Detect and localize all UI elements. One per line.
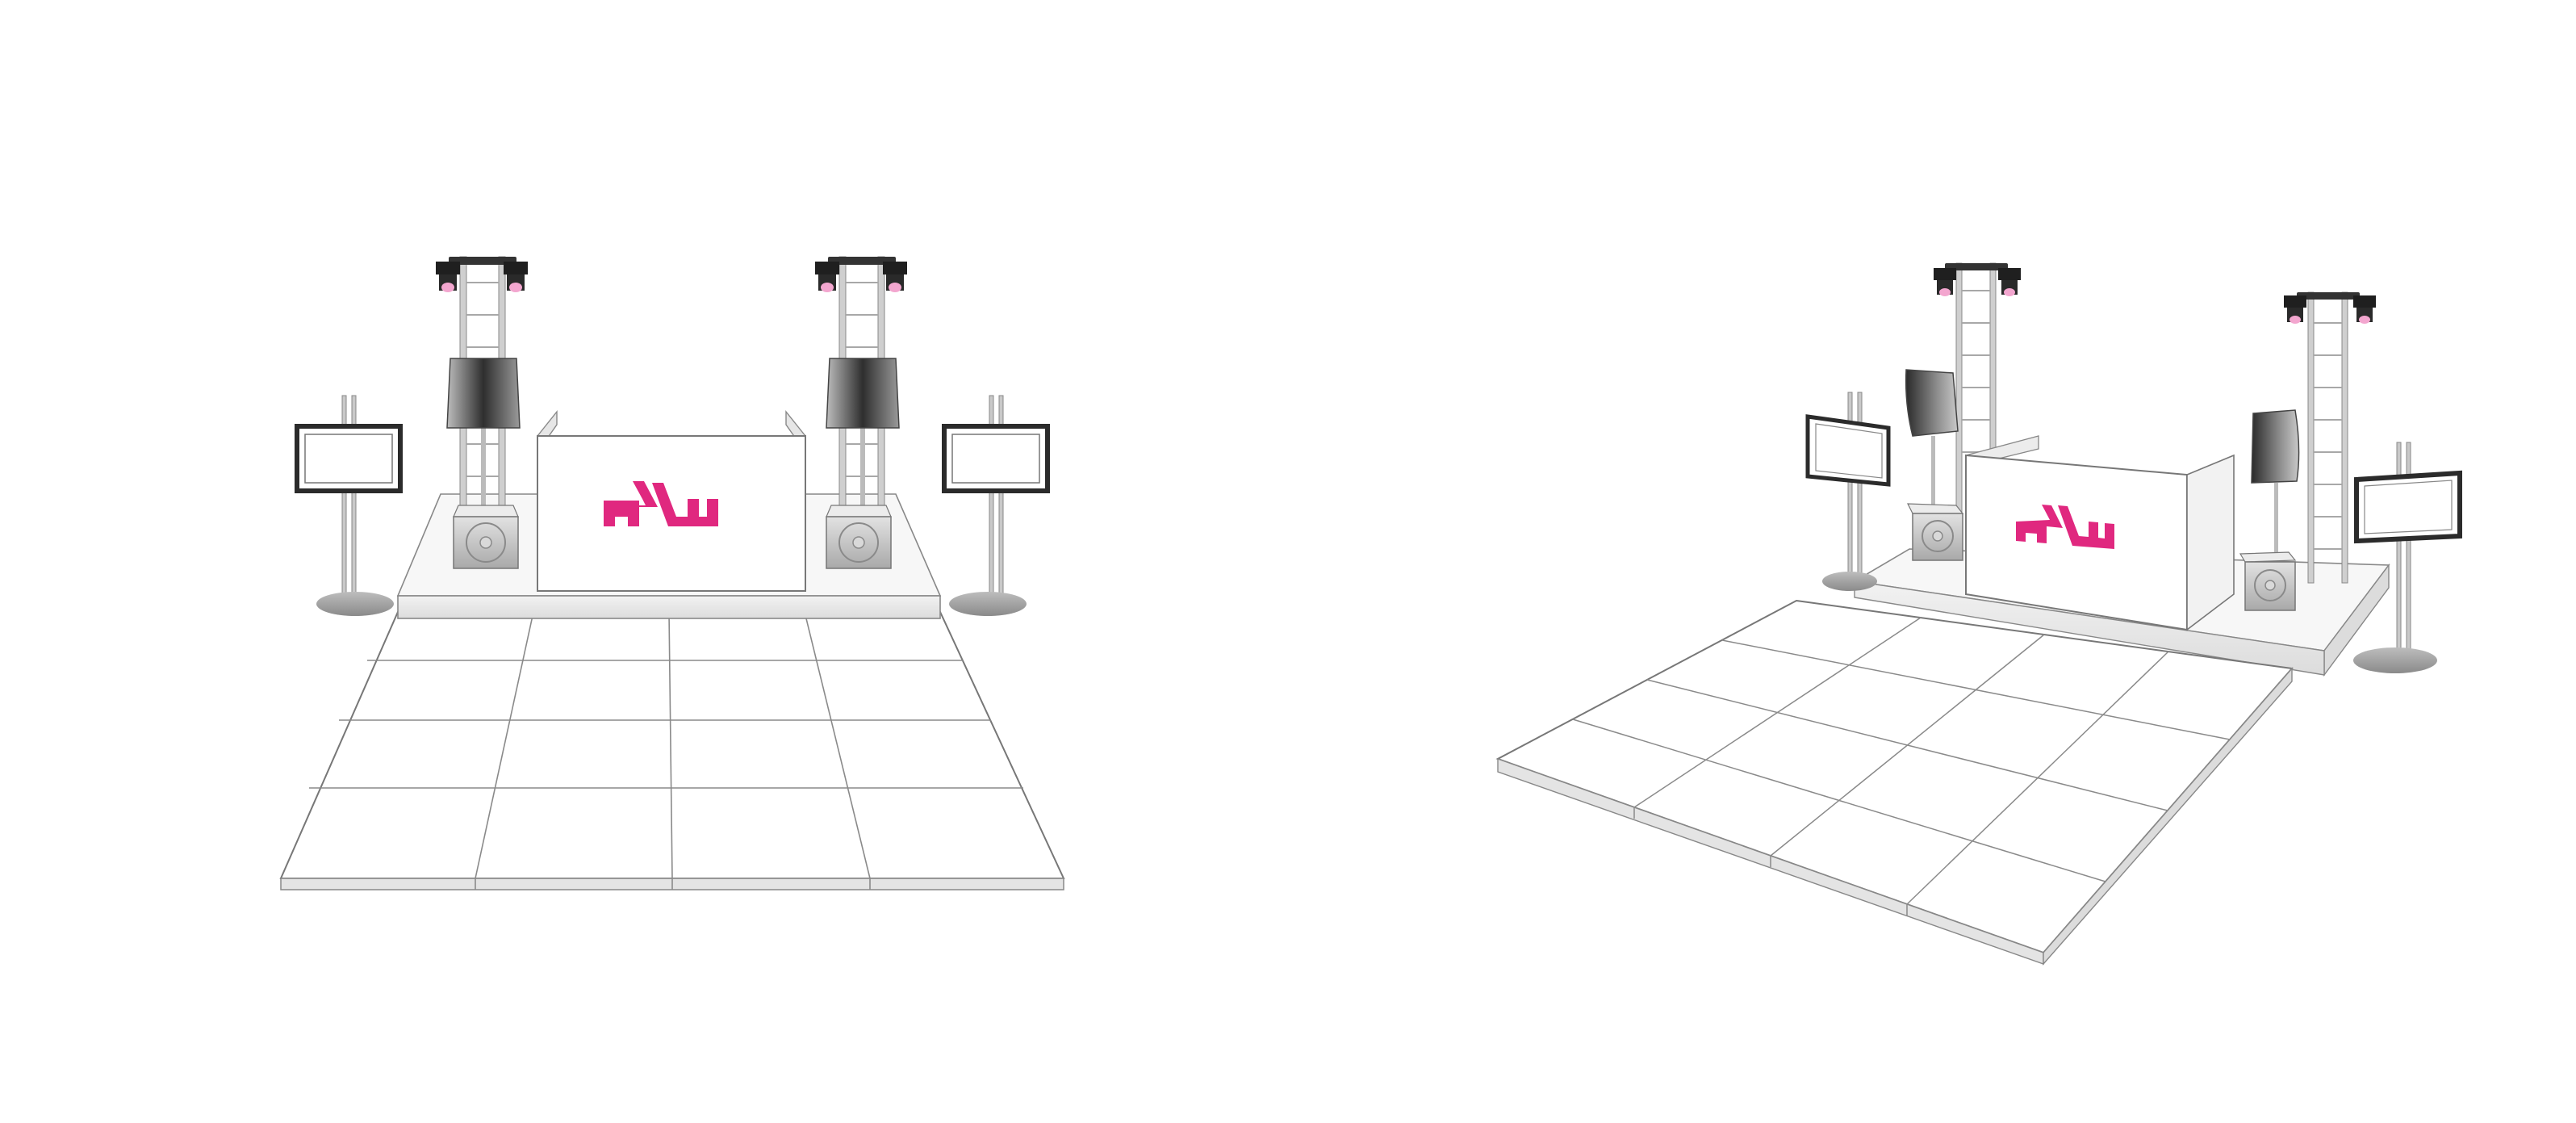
tv-screen-icon <box>295 395 403 616</box>
front-view <box>279 256 1065 890</box>
subwoofer-icon <box>453 505 519 569</box>
dj-booth <box>1964 435 2235 631</box>
moving-head-light-icon <box>504 262 528 292</box>
moving-head-light-icon <box>883 262 907 292</box>
tv-screen-icon <box>2353 442 2462 673</box>
speaker-icon <box>2251 409 2300 555</box>
moving-head-light-icon <box>1998 268 2021 296</box>
speaker-icon <box>1905 369 1959 509</box>
speaker-icon <box>826 358 900 509</box>
truss-tower <box>2297 291 2360 584</box>
moving-head-light-icon <box>2284 295 2306 324</box>
mw-logo-icon <box>2016 505 2114 549</box>
perspective-view <box>1495 262 2462 966</box>
truss-tower <box>1945 262 2008 547</box>
tv-screen-icon <box>942 395 1050 616</box>
subwoofer-icon <box>1907 503 1964 561</box>
tv-screen-icon <box>1805 392 1891 591</box>
subwoofer-icon <box>826 505 892 569</box>
moving-head-light-icon <box>2353 295 2376 324</box>
moving-head-light-icon <box>1934 268 1956 296</box>
moving-head-light-icon <box>436 262 460 292</box>
dance-floor <box>1495 599 2294 966</box>
dj-booth <box>536 410 807 592</box>
speaker-icon <box>446 358 521 509</box>
subwoofer-icon <box>2239 551 2297 611</box>
moving-head-light-icon <box>815 262 839 292</box>
dance-floor <box>279 611 1065 890</box>
mw-logo-icon <box>604 481 718 526</box>
